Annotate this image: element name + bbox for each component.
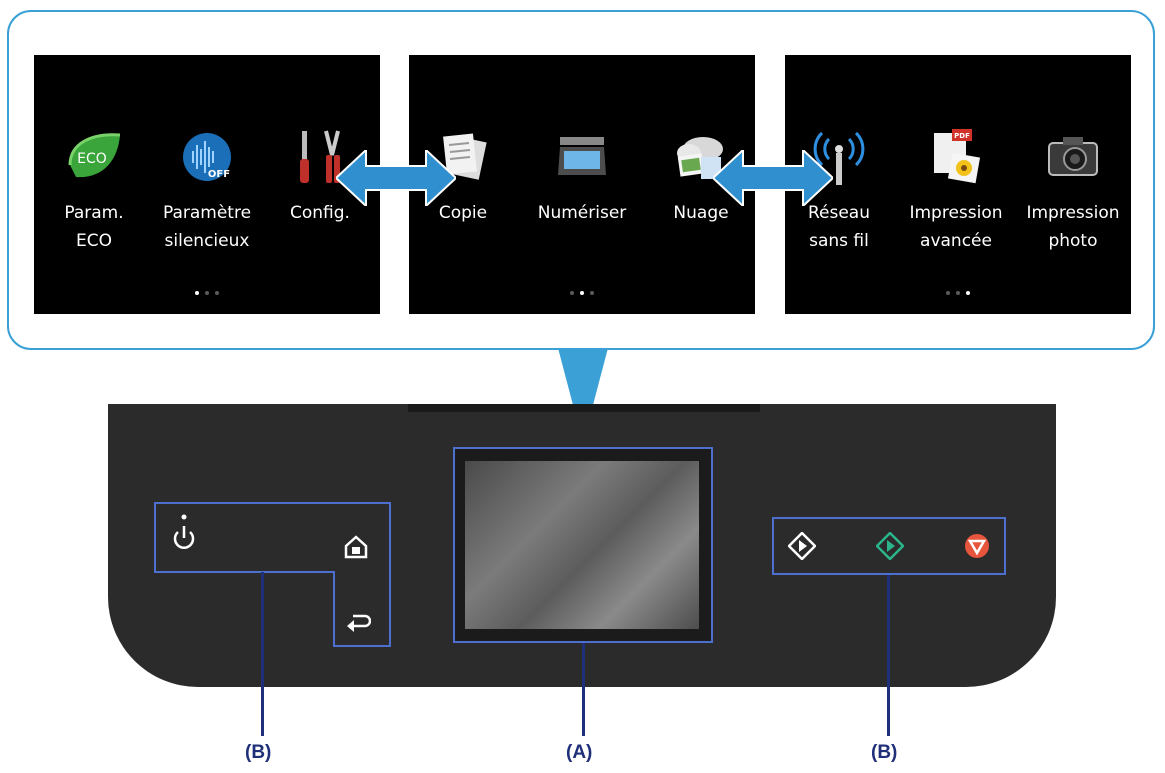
tile-photo-print[interactable]: Impression photo	[1023, 125, 1123, 255]
tile-label: silencieux	[164, 231, 250, 251]
eco-leaf-icon: ECO	[68, 133, 121, 178]
callout-pointer	[558, 348, 608, 443]
home-screen-page-3: Réseau sans fil PDF Impression avancée I…	[785, 55, 1131, 314]
swipe-left-right-arrow	[713, 150, 833, 206]
tile-label: photo	[1048, 231, 1098, 251]
tile-label: Impression	[1026, 203, 1120, 223]
label-a-touchscreen: (A)	[566, 742, 593, 763]
home-screen-page-1: ECO Param. ECO OFF Paramètre silencieux …	[34, 55, 380, 314]
svg-text:ECO: ECO	[77, 151, 107, 167]
touchscreen-highlight	[453, 447, 713, 643]
power-lamp	[181, 514, 187, 520]
tile-label: Copie	[438, 203, 488, 223]
tile-quiet-setting[interactable]: OFF Paramètre silencieux	[157, 125, 257, 255]
label-b-right: (B)	[871, 742, 898, 763]
cloud-icon	[677, 137, 723, 179]
page-indicator	[34, 282, 380, 300]
black-start-button[interactable]	[788, 532, 816, 560]
camera-icon	[1048, 137, 1098, 176]
tile-label: Numériser	[537, 203, 627, 223]
tile-label: Réseau	[807, 203, 870, 223]
scanner-icon	[558, 137, 606, 175]
tile-label: Config.	[290, 203, 350, 223]
tile-cloud[interactable]: Nuage	[651, 125, 751, 227]
home-screen-page-2: Copie Numériser Nuage	[409, 55, 755, 314]
tile-scan[interactable]: Numériser	[532, 125, 632, 227]
touchscreen[interactable]	[465, 461, 699, 629]
leader-line-right	[887, 575, 890, 736]
color-start-button[interactable]	[876, 532, 904, 560]
leader-line-left	[261, 572, 264, 736]
tile-label: ECO	[76, 231, 112, 251]
page-indicator	[785, 282, 1131, 300]
left-buttons-highlight	[154, 502, 391, 647]
right-buttons-highlight	[772, 517, 1006, 575]
svg-text:PDF: PDF	[954, 132, 970, 140]
tile-label: sans fil	[809, 231, 869, 251]
tile-label: Impression	[909, 203, 1003, 223]
tile-copy[interactable]: Copie	[413, 125, 513, 227]
copy-documents-icon	[443, 133, 487, 180]
swipe-left-right-arrow	[336, 150, 456, 206]
tile-wireless-lan[interactable]: Réseau sans fil	[789, 125, 889, 255]
power-button[interactable]	[170, 512, 198, 552]
pdf-print-icon: PDF	[934, 129, 981, 184]
home-button[interactable]	[343, 534, 369, 560]
tile-advanced-print[interactable]: PDF Impression avancée	[906, 125, 1006, 255]
tile-eco-settings[interactable]: ECO Param. ECO	[44, 125, 144, 255]
tools-icon	[300, 130, 340, 183]
leader-line-center	[582, 643, 585, 736]
stop-button[interactable]	[963, 532, 991, 560]
tile-label: avancée	[920, 231, 992, 251]
back-button[interactable]	[345, 610, 371, 634]
wireless-antenna-icon	[813, 131, 865, 185]
tile-setup[interactable]: Config.	[270, 125, 370, 227]
page-indicator	[409, 282, 755, 300]
svg-text:OFF: OFF	[208, 169, 230, 180]
label-b-left: (B)	[245, 742, 272, 763]
tile-label: Param.	[64, 203, 124, 223]
quiet-mode-off-icon: OFF	[183, 133, 231, 181]
tile-label: Nuage	[673, 203, 729, 223]
panel-slot	[408, 404, 760, 412]
tile-label: Paramètre	[162, 203, 252, 223]
